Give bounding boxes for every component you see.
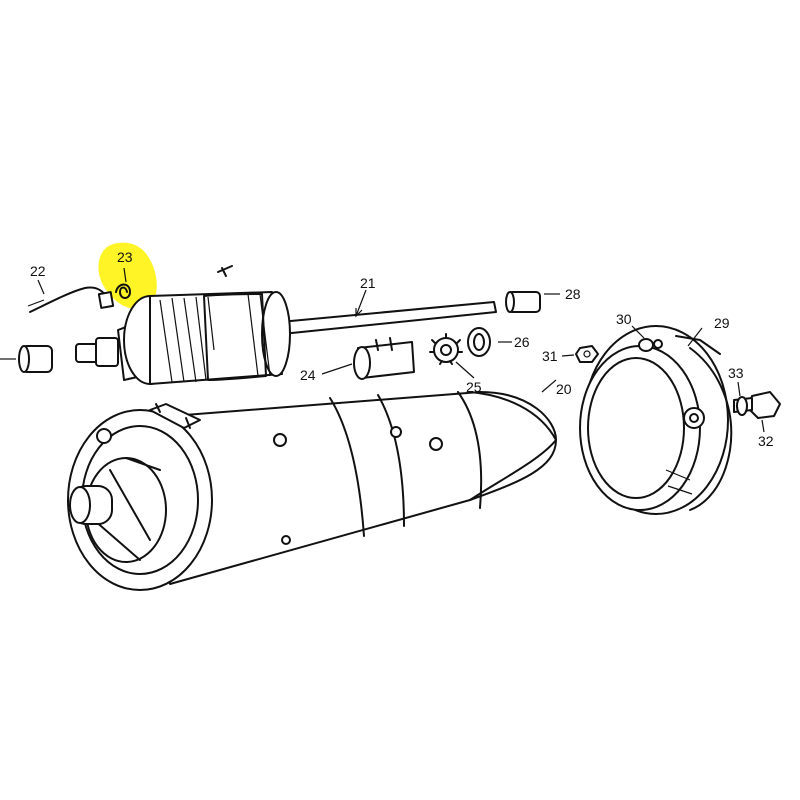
callout-29: 29: [714, 315, 730, 331]
part-23-spring: [115, 267, 131, 299]
callout-20: 20: [556, 381, 572, 397]
part-33-washer: [736, 396, 748, 416]
callout-21: 21: [360, 275, 376, 291]
part-31-nut: [575, 345, 599, 363]
callout-23: 23: [117, 249, 133, 265]
part-20-yoke-housing: [67, 391, 557, 591]
armature-assembly: [75, 291, 497, 385]
callout-33: 33: [728, 365, 744, 381]
leader-lines: [37, 279, 765, 433]
left-bush: [0, 345, 53, 373]
callout-31: 31: [542, 348, 558, 364]
callout-labels: 20 21 22 23 24 25 26 28 29 30 31 32 33: [30, 249, 774, 449]
part-28-bush: [505, 291, 541, 313]
part-22-brush-lead: [27, 286, 115, 313]
highlight-part-23: [98, 242, 157, 309]
callout-32: 32: [758, 433, 774, 449]
callout-22: 22: [30, 263, 46, 279]
part-29-end-bracket: [579, 325, 733, 515]
part-30-washer: [638, 338, 654, 352]
callout-26: 26: [514, 334, 530, 350]
part-24-sleeve: [353, 337, 415, 380]
small-clip: [217, 265, 233, 277]
part-25-star-washer: [429, 333, 463, 365]
callout-24: 24: [300, 367, 316, 383]
callout-30: 30: [616, 311, 632, 327]
part-26-washer: [467, 327, 491, 357]
callout-28: 28: [565, 286, 581, 302]
callout-25: 25: [466, 379, 482, 395]
